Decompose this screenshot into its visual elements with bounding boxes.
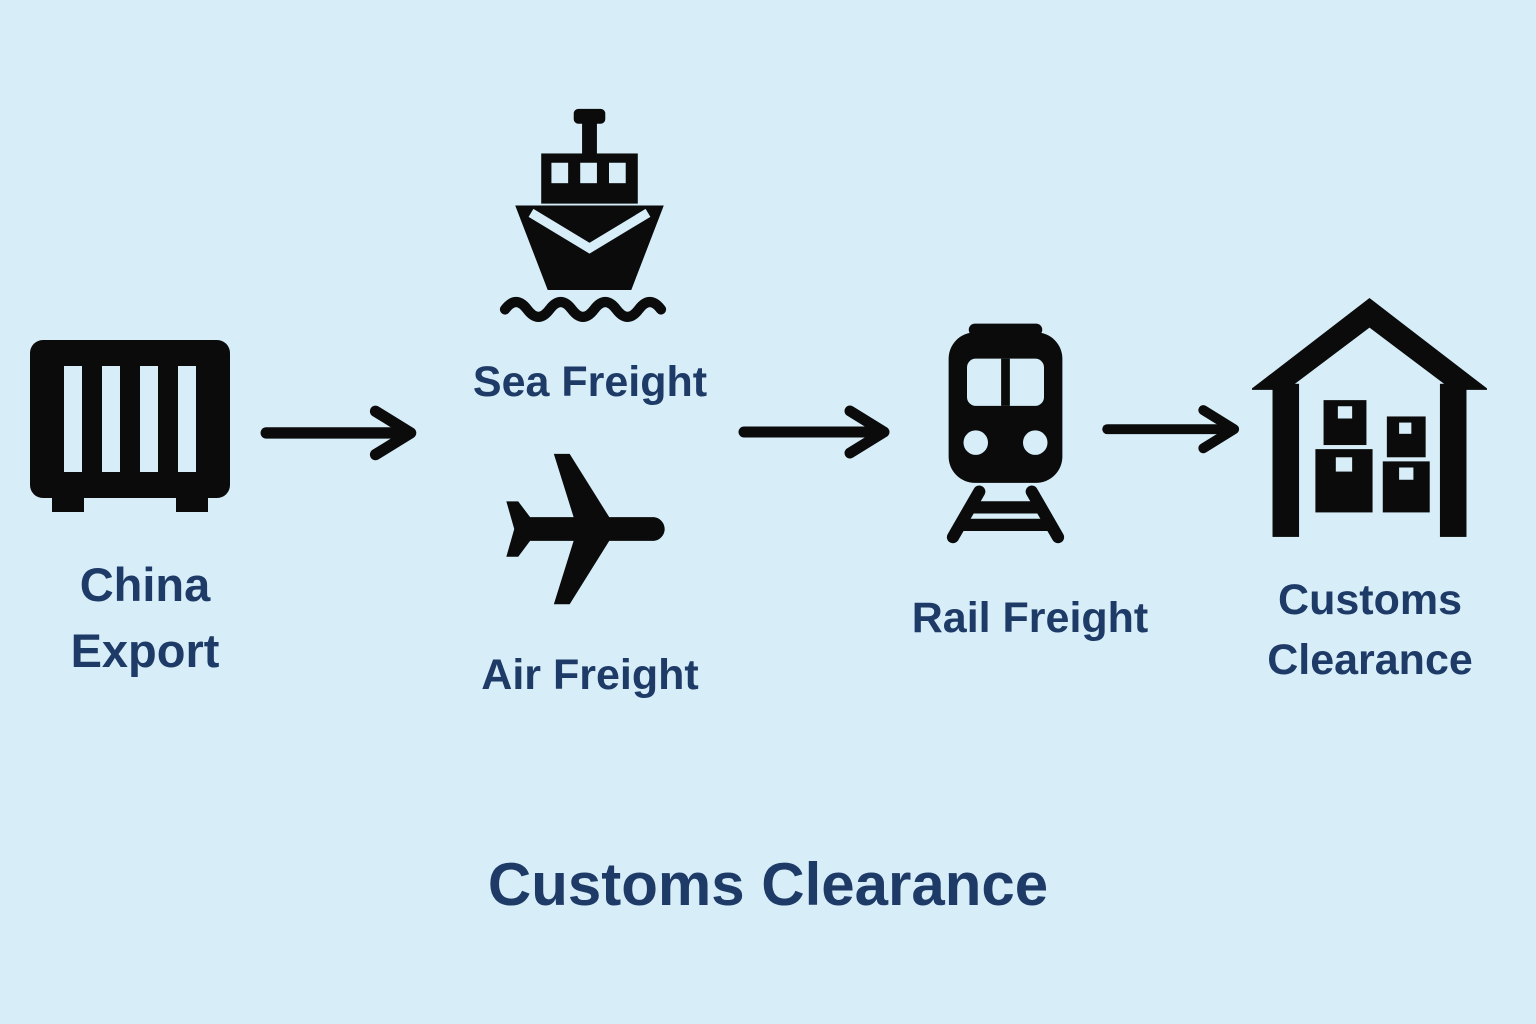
arrow-right-icon: [736, 402, 896, 462]
container-icon: [30, 340, 230, 515]
sea-freight-label: Sea Freight: [472, 358, 708, 406]
warehouse-icon: [1252, 296, 1487, 541]
ship-icon: [492, 98, 687, 338]
train-icon: [918, 308, 1093, 558]
rail-freight-label: Rail Freight: [911, 594, 1149, 642]
diagram-title: Customs Clearance: [487, 851, 1049, 918]
china-export-label: China Export: [70, 558, 220, 677]
arrow-right-icon: [1100, 402, 1245, 462]
customs-clearance-label: Customs Clearance: [1267, 576, 1473, 685]
arrow-right-icon: [258, 402, 423, 462]
airplane-icon: [468, 438, 703, 628]
air-freight-label: Air Freight: [481, 651, 699, 699]
